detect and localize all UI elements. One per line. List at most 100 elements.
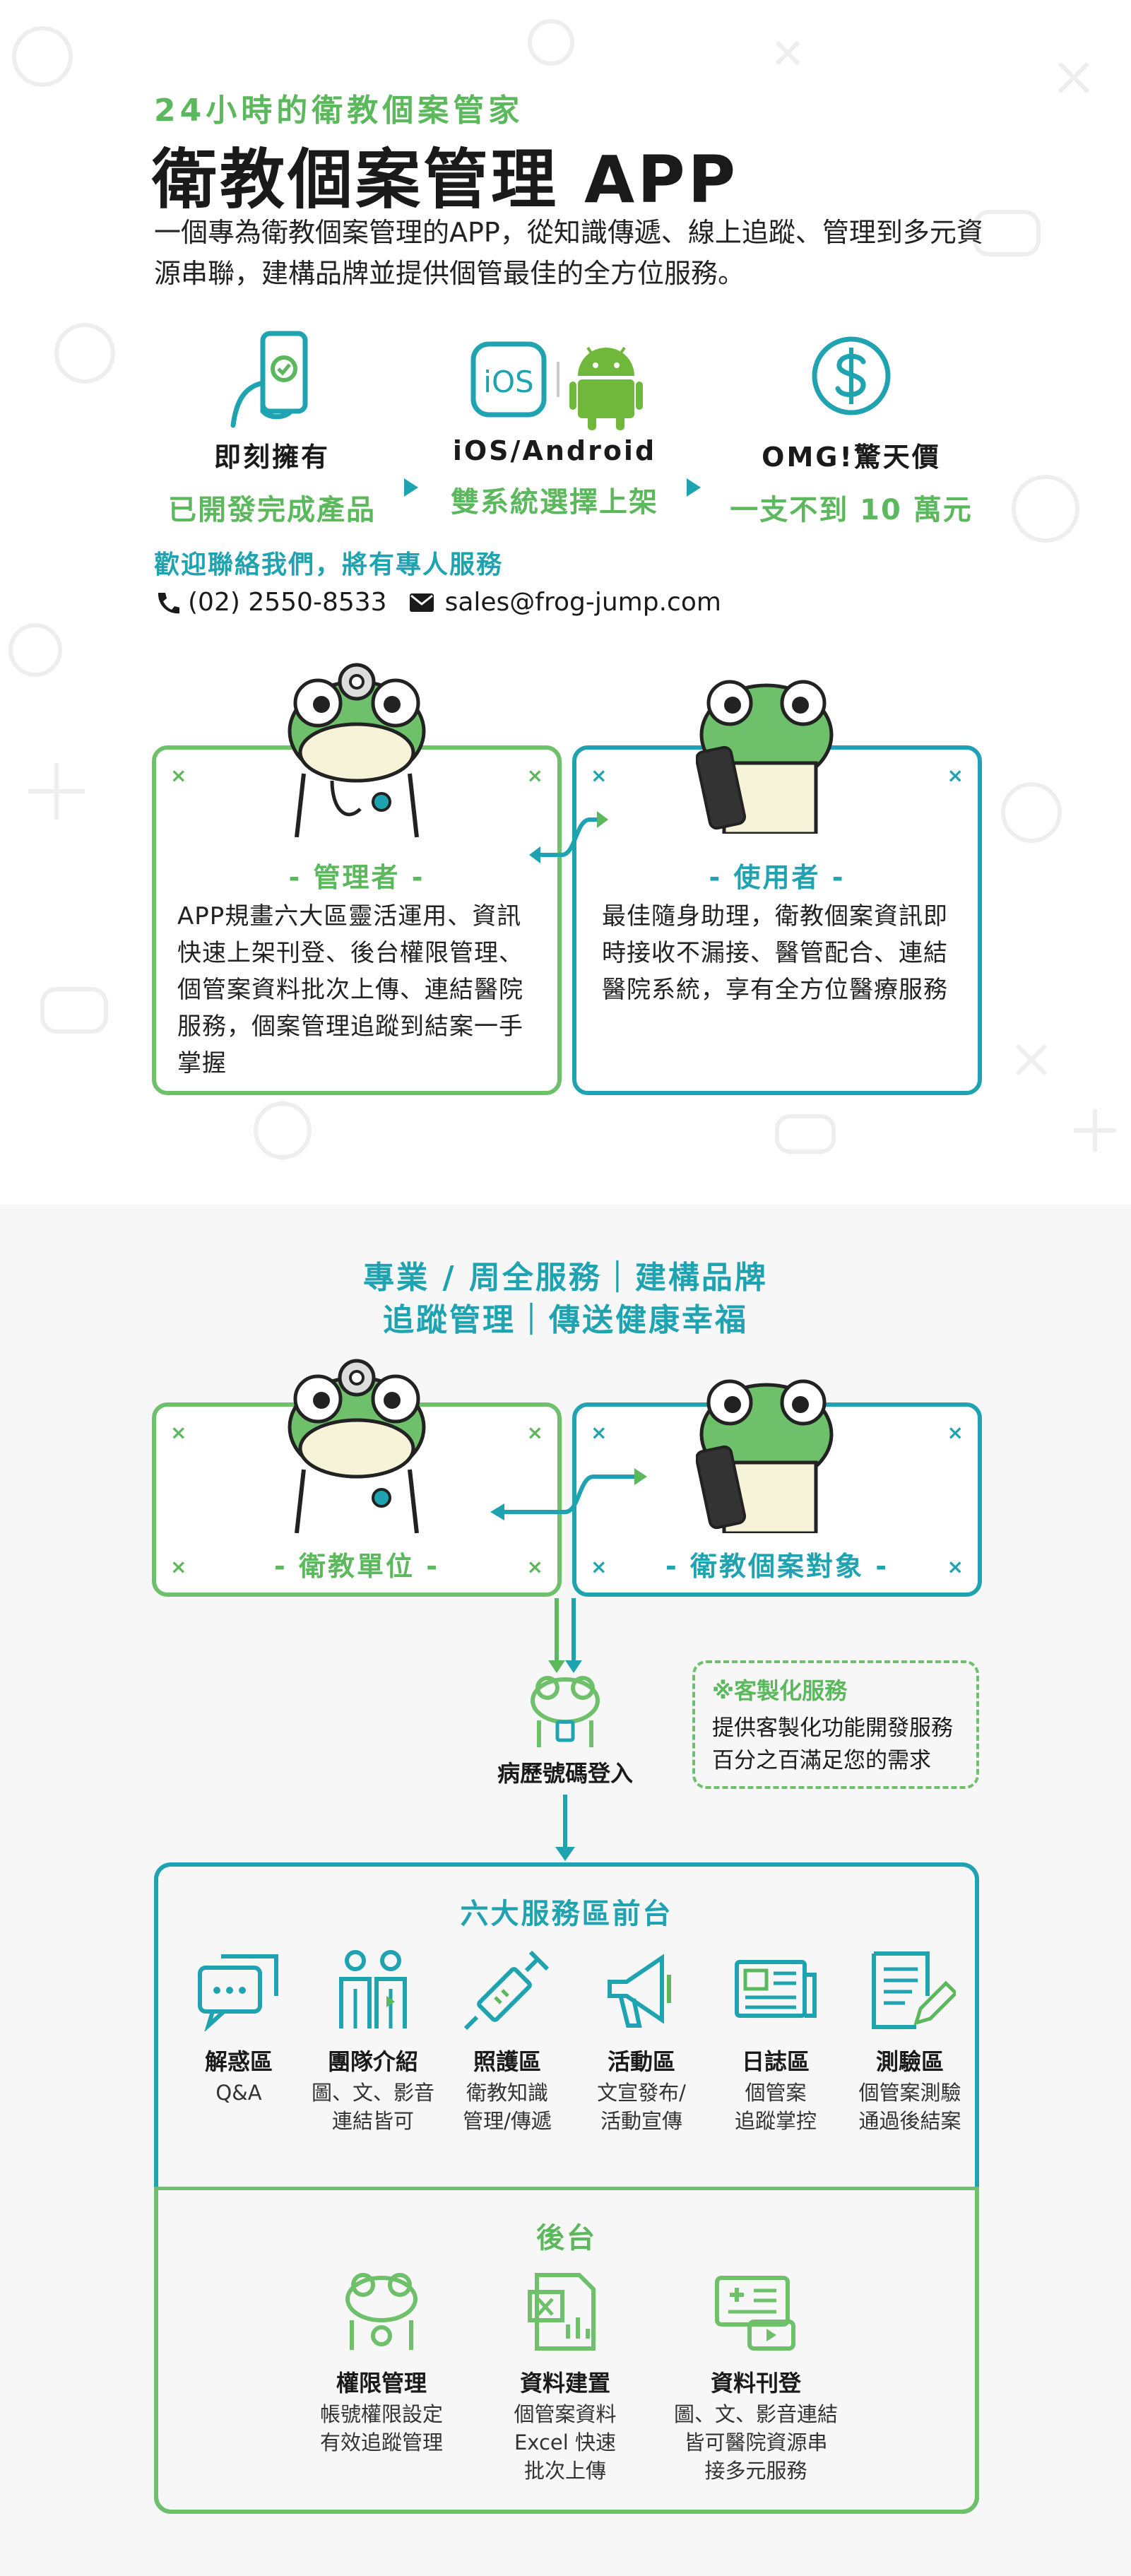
backend-desc: 個管案資料 <box>514 2402 617 2426</box>
backend-desc: Excel 快速 <box>514 2430 617 2454</box>
x-icon: × <box>526 1421 543 1444</box>
feature-ownership: 即刻擁有 已開發完成產品 <box>155 326 389 528</box>
contact-line: (02) 2550-8533 sales@frog-jump.com <box>154 588 721 617</box>
backend-data-build[interactable]: 資料建置 個管案資料 Excel 快速 批次上傳 <box>487 2268 643 2483</box>
x-icon: × <box>170 764 187 787</box>
service-care[interactable]: 照護區 衛教知識 管理/傳遞 <box>440 1946 574 2133</box>
backend-desc: 帳號權限設定 <box>319 2402 443 2426</box>
feature-label: OMG!驚天價 <box>762 442 941 473</box>
x-icon: × <box>170 1555 187 1578</box>
front-title: 六大服務區前台 <box>460 1898 673 1930</box>
service-desc: 個管案測驗 <box>858 2081 961 2105</box>
down-arrow-icon <box>555 1795 575 1861</box>
description: 一個專為衛教個案管理的APP，從知識傳遞、線上追蹤、管理到多元資源串聯，建構品牌… <box>154 217 983 289</box>
backend-desc: 圖、文、影音連結 <box>673 2402 838 2426</box>
swap-arrows-icon <box>490 1468 647 1520</box>
x-icon: × <box>947 1555 964 1578</box>
feature-sub: 一支不到 10 萬元 <box>730 494 973 526</box>
slogan-line2: 追蹤管理｜傳送健康幸福 <box>383 1302 748 1338</box>
service-name: 解惑區 <box>204 2048 273 2075</box>
frog-doctor-illustration <box>288 1359 426 1533</box>
service-desc: 追蹤掌控 <box>734 2109 817 2133</box>
backend-name: 資料刊登 <box>710 2370 801 2397</box>
chat-bubble-icon <box>198 1954 278 2033</box>
backend-name: 權限管理 <box>336 2370 427 2397</box>
x-icon: × <box>591 1421 608 1444</box>
service-desc: 衛教知識 <box>466 2081 548 2105</box>
email-address[interactable]: sales@frog-jump.com <box>444 588 721 617</box>
phone-number[interactable]: (02) 2550-8533 <box>188 588 387 617</box>
service-name: 團隊介紹 <box>327 2048 418 2075</box>
service-event[interactable]: 活動區 文宣發布/ 活動宣傳 <box>574 1946 709 2133</box>
x-icon: × <box>526 764 543 787</box>
service-name: 活動區 <box>607 2048 675 2075</box>
x-icon: × <box>591 764 608 787</box>
service-desc: 管理/傳遞 <box>463 2109 552 2133</box>
backend-permission[interactable]: 權限管理 帳號權限設定 有效追蹤管理 <box>304 2268 459 2454</box>
backend-desc: 有效追蹤管理 <box>319 2430 443 2454</box>
service-desc: 文宣發布/ <box>597 2081 686 2105</box>
slogan-line1: 專業 / 周全服務｜建構品牌 <box>363 1260 768 1296</box>
subtitle: 24小時的衛教個案管家 <box>154 93 524 129</box>
frog-id-icon <box>531 1676 600 1747</box>
frog-gear-icon <box>345 2273 418 2350</box>
excel-file-icon <box>528 2273 596 2351</box>
service-desc: 圖、文、影音 <box>311 2081 434 2105</box>
feature-platform: iOS iOS/Android 雙系統選擇上架 <box>438 326 671 520</box>
backend-name: 資料建置 <box>519 2370 610 2397</box>
x-icon: × <box>526 1555 543 1578</box>
email-icon <box>409 593 434 612</box>
custom-line2: 百分之百滿足您的需求 <box>712 1748 931 1773</box>
backend-desc: 皆可醫院資源串 <box>684 2430 828 2454</box>
feature-sub: 雙系統選擇上架 <box>451 486 658 519</box>
phone-icon <box>158 592 179 613</box>
service-desc: 通過後結案 <box>858 2109 961 2133</box>
service-desc: Q&A <box>215 2081 262 2105</box>
service-team[interactable]: 團隊介紹 圖、文、影音 連結皆可 <box>306 1946 440 2133</box>
frog-phone-illustration <box>696 680 834 834</box>
service-desc: 活動宣傳 <box>600 2109 682 2133</box>
feature-price: OMG!驚天價 一支不到 10 萬元 <box>721 326 982 528</box>
custom-service-box: ※客製化服務 提供客製化功能開發服務 百分之百滿足您的需求 <box>692 1660 979 1789</box>
x-icon: × <box>947 764 964 787</box>
service-qa[interactable]: 解惑區 Q&A <box>172 1946 306 2109</box>
service-name: 測驗區 <box>875 2048 944 2075</box>
feature-sub: 已開發完成產品 <box>168 494 376 526</box>
service-desc: 個管案 <box>745 2081 807 2105</box>
service-quiz[interactable]: 測驗區 個管案測驗 通過後結案 <box>843 1946 977 2133</box>
phone-hand-icon <box>230 331 308 428</box>
unit-title: - 衛教單位 - <box>273 1551 439 1582</box>
service-name: 日誌區 <box>741 2048 810 2075</box>
feature-label: 即刻擁有 <box>213 442 330 473</box>
admin-card: × × - 管理者 - APP規畫六大區靈活運用、資訊快速上架刊登、後台權限管理… <box>152 745 562 1095</box>
section-divider <box>154 2187 979 2190</box>
megaphone-icon <box>608 1954 671 2028</box>
backend-publish[interactable]: 資料刊登 圖、文、影音連結 皆可醫院資源串 接多元服務 <box>671 2268 841 2483</box>
team-icon <box>339 1950 407 2028</box>
frog-doctor-illustration <box>288 663 426 837</box>
media-publish-icon <box>715 2276 795 2351</box>
arrow-right-icon <box>404 478 418 497</box>
login-label: 病歷號碼登入 <box>497 1760 633 1787</box>
user-title: - 使用者 - <box>709 862 846 893</box>
backend-desc: 批次上傳 <box>523 2459 606 2483</box>
service-desc: 連結皆可 <box>331 2109 414 2133</box>
arrow-right-icon <box>687 478 701 497</box>
newspaper-icon <box>735 1960 817 2018</box>
ios-android-icon: iOS <box>470 341 643 430</box>
x-icon: × <box>947 1421 964 1444</box>
user-text: 最佳隨身助理，衛教個案資訊即時接收不漏接、醫管配合、連結醫院系統，享有全方位醫療… <box>602 902 948 1004</box>
ios-text: iOS <box>483 365 533 399</box>
admin-title: - 管理者 - <box>288 862 425 893</box>
admin-text: APP規畫六大區靈活運用、資訊快速上架刊登、後台權限管理、個管案資料批次上傳、連… <box>177 902 523 1077</box>
back-title: 後台 <box>536 2222 597 2255</box>
page-title: 衛教個案管理 APP <box>152 142 739 218</box>
target-title: - 衛教個案對象 - <box>665 1551 889 1582</box>
backend-desc: 接多元服務 <box>704 2459 807 2483</box>
syringe-icon <box>463 1950 550 2031</box>
contact-heading: 歡迎聯絡我們，將有專人服務 <box>154 550 504 579</box>
custom-line1: 提供客製化功能開發服務 <box>712 1715 953 1741</box>
feature-label: iOS/Android <box>452 435 657 466</box>
service-diary[interactable]: 日誌區 個管案 追蹤掌控 <box>709 1946 843 2133</box>
back-services-box <box>154 2189 979 2514</box>
